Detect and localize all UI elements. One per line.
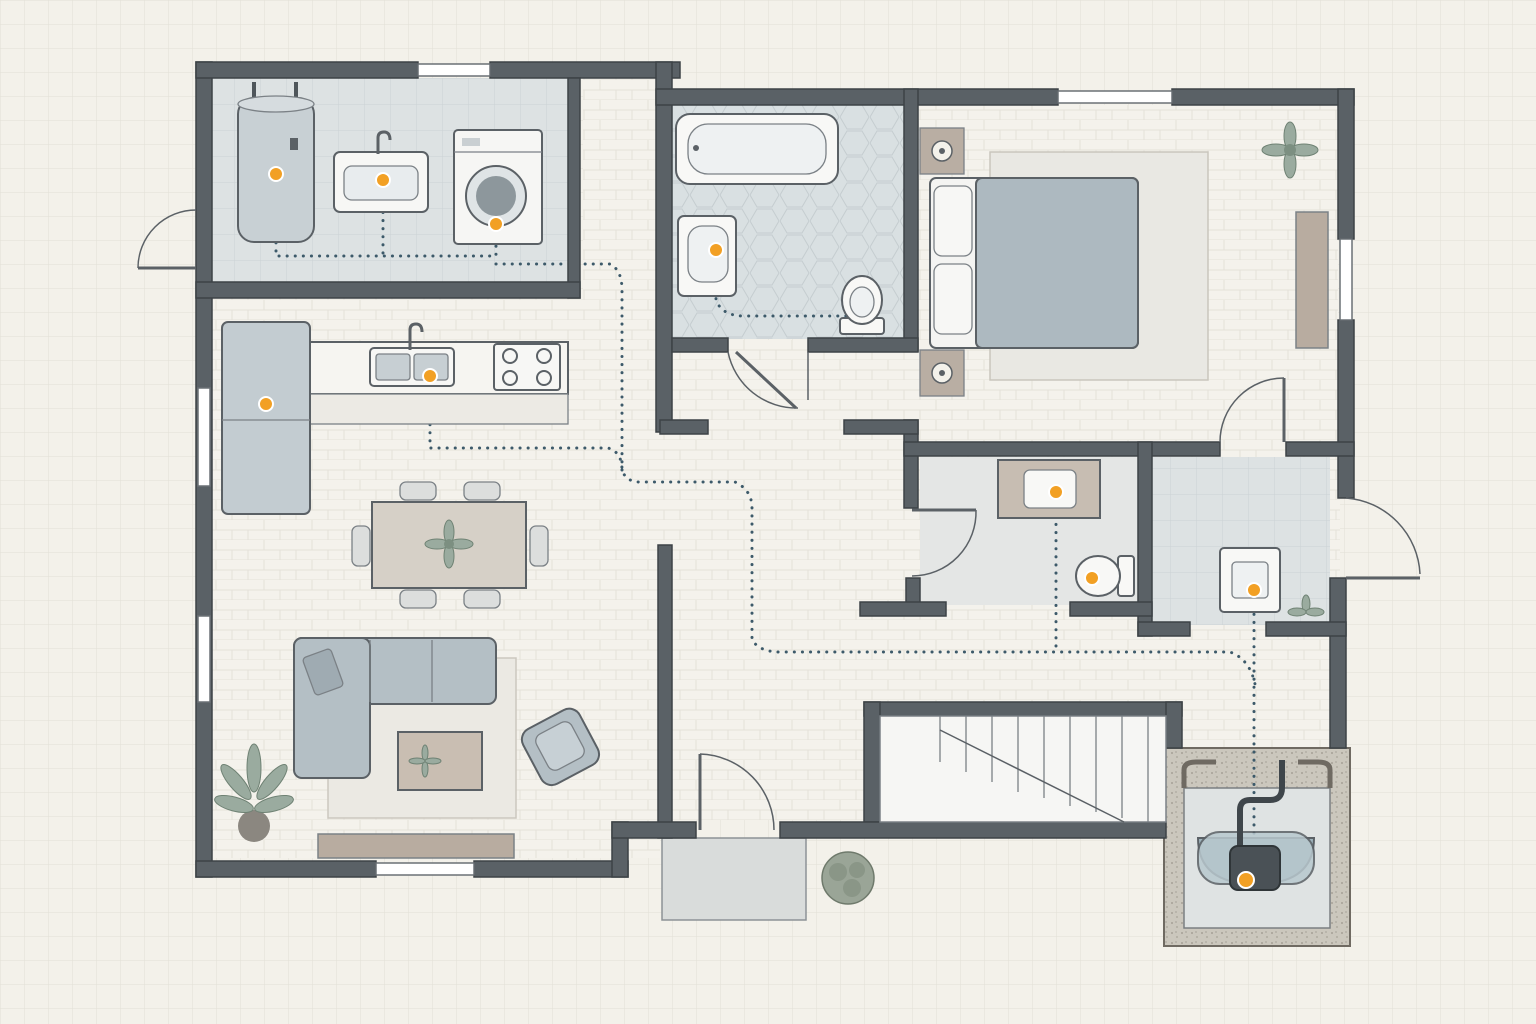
- wall-bedroom-stub: [843, 419, 919, 435]
- wall-utility-bottom-right: [1265, 621, 1347, 637]
- wall-bedroom-bottom-right: [1285, 441, 1355, 457]
- tv-console: [317, 833, 515, 859]
- wall-bottom-porch-left: [611, 821, 697, 839]
- refrigerator-icon: [221, 321, 311, 515]
- wall-stair-top: [863, 701, 1183, 717]
- window-bedroom-right: [1339, 238, 1353, 321]
- wall-bottom-left: [195, 860, 377, 878]
- walls: [195, 61, 1355, 878]
- wall-utility-bottom-left: [1137, 621, 1191, 637]
- window-living-bottom: [375, 862, 475, 876]
- potted-plant-icon: [408, 744, 442, 778]
- bathroom-sink-icon: [677, 215, 737, 297]
- dresser: [1295, 211, 1329, 349]
- door-swing-icon: [698, 753, 775, 831]
- wall-bathroom-right: [903, 88, 919, 352]
- doors: [137, 209, 1421, 831]
- windows: [197, 63, 1353, 876]
- utility-sink-icon: [1219, 547, 1281, 613]
- door-swing-icon: [911, 508, 977, 577]
- kitchen-sink-icon: [369, 322, 455, 387]
- toilet-icon: [839, 275, 885, 335]
- wall-exterior-right-upper: [1337, 88, 1355, 240]
- wall-bathroom-bottom-left: [671, 337, 729, 353]
- wall-living-divider: [657, 544, 673, 839]
- wall-bottom-right: [779, 821, 1167, 839]
- wall-hall-right: [655, 61, 673, 433]
- bathtub-icon: [675, 113, 839, 185]
- wall-laundry-bottom: [195, 281, 581, 299]
- utility-sink-icon: [333, 130, 429, 213]
- toilet-icon: [1075, 555, 1135, 597]
- potted-plant-icon: [1261, 121, 1319, 179]
- wall-top-laundry: [195, 61, 419, 79]
- wall-bottom-mid: [473, 860, 629, 878]
- water-heater-icon: [237, 82, 315, 243]
- washing-machine-icon: [453, 129, 543, 245]
- wall-exterior-right-lower: [1329, 577, 1347, 749]
- window-kitchen-left: [197, 387, 211, 487]
- potted-plant-icon: [424, 519, 474, 569]
- nightstand-icon: [919, 349, 965, 397]
- wall-stair-right: [1165, 701, 1183, 749]
- wall-hall-stub: [659, 419, 709, 435]
- dining-table-icon: [351, 481, 549, 609]
- drain-line-bathroom: [714, 248, 864, 318]
- stove-icon: [493, 343, 561, 391]
- wall-half-bath-bottom-right: [1069, 601, 1153, 617]
- potted-plant-icon: [214, 743, 294, 842]
- bed-icon: [929, 177, 1139, 349]
- wall-stair-left: [863, 701, 881, 823]
- window-bedroom-top: [1057, 90, 1173, 104]
- potted-plant-icon: [821, 851, 875, 905]
- sectional-sofa-icon: [293, 637, 497, 779]
- nightstand-icon: [919, 127, 965, 175]
- wall-laundry-right: [567, 77, 581, 299]
- potted-plant-icon: [1287, 594, 1325, 617]
- kitchen-counter-front: [309, 393, 569, 425]
- door-swing-icon: [727, 350, 809, 410]
- wall-top-laundry-right: [489, 61, 681, 79]
- hallway-floor: [583, 78, 658, 298]
- door-swing-icon: [137, 209, 197, 270]
- wall-exterior-right-mid: [1337, 319, 1355, 499]
- door-swing-icon: [1345, 497, 1421, 580]
- door-swing-icon: [1219, 377, 1286, 443]
- staircase-icon: [879, 715, 1167, 823]
- wall-bathroom-bottom-right: [807, 337, 919, 353]
- window-laundry: [417, 63, 491, 77]
- wall-top-bedroom: [1171, 88, 1355, 106]
- wall-half-bath-bottom-left: [859, 601, 947, 617]
- sump-pump-icon: [1181, 759, 1333, 891]
- wall-top-bathroom: [655, 88, 1059, 106]
- porch-slab: [661, 837, 807, 921]
- wall-bedroom-bottom-left: [903, 441, 1221, 457]
- window-living-left: [197, 615, 211, 703]
- bathroom-sink-icon: [997, 459, 1101, 519]
- armchair-icon: [520, 707, 601, 787]
